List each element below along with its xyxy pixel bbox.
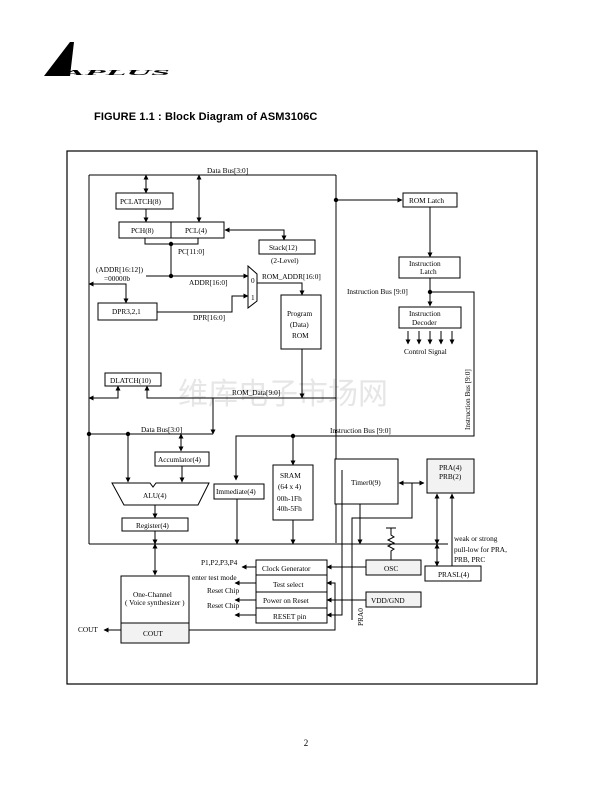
alu-block: [111, 482, 210, 506]
blocks-pra-1: PRB(2): [439, 472, 462, 481]
watermark: 维库电子市场网: [178, 377, 388, 412]
blocks-pcl: PCL(4): [185, 226, 207, 235]
blocks-rom-latch: ROM Latch: [409, 196, 444, 205]
signal-line: [257, 282, 305, 296]
blocks-osc: OSC: [384, 564, 398, 573]
cout-block: [120, 622, 190, 644]
program-rom-block: [280, 294, 322, 350]
blocks-cout-block: COUT: [143, 629, 163, 638]
blocks-instruction-latch-1: Latch: [420, 267, 437, 276]
blocks-program-rom-2: ROM: [292, 331, 309, 340]
labels-addr-hi: (ADDR[16:12]): [96, 265, 144, 274]
blocks-alu: ALU(4): [143, 491, 167, 500]
signal-line: [88, 385, 121, 401]
labels-pull-low-1: pull-low for PRA,: [454, 545, 507, 554]
figure-title: FIGURE 1.1 : Block Diagram of ASM3106C: [94, 111, 318, 123]
stack-block: [258, 239, 316, 255]
blocks-test-select: Test select: [273, 580, 304, 589]
blocks-instruction-latch-0: Instruction: [409, 259, 441, 268]
timer-block: [334, 458, 399, 505]
labels-pc: PC[11:0]: [178, 247, 205, 256]
signal-line: [188, 580, 336, 631]
labels-pra0: PRA0: [356, 608, 365, 626]
pra-prb-block: [426, 458, 475, 494]
labels-mux-1: 1: [251, 293, 255, 302]
junction-dot: [168, 273, 174, 279]
instruction-decoder-block: [398, 306, 462, 329]
labels-instr-bus-1: Instruction Bus [9:0]: [347, 287, 408, 296]
aplus-logo: APLUS: [44, 42, 170, 77]
blocks-dpr: DPR3,2,1: [112, 307, 141, 316]
blocks-reset-pin: RESET pin: [273, 612, 307, 621]
signal-line: [157, 293, 249, 313]
signal-line: [386, 528, 396, 560]
prasl-block: [424, 565, 482, 582]
junction-dot: [86, 431, 92, 437]
signal-line: [144, 238, 171, 245]
blocks-immediate: Immediate(4): [216, 487, 256, 496]
signal-line: [224, 227, 287, 241]
blocks-sram-3: 40h-5Fh: [277, 504, 302, 513]
labels-reset-chip-2: Reset Chip: [207, 601, 240, 610]
blocks-program-rom-0: Program: [287, 309, 312, 318]
blocks-sram-0: SRAM: [280, 471, 301, 480]
blocks-prasl: PRASL(4): [438, 570, 470, 579]
labels-ports: P1,P2,P3,P4: [201, 558, 238, 567]
logo-text: APLUS: [57, 68, 170, 77]
labels-data-bus-mid: Data Bus[3:0]: [141, 425, 182, 434]
blocks-pra-0: PRA(4): [439, 463, 462, 472]
blocks-clock-generator: Clock Generator: [262, 564, 311, 573]
blocks-sram-1: (64 x 4): [278, 482, 302, 491]
control-signal-arrows: [405, 331, 455, 345]
blocks-voice-0: One-Channel: [133, 590, 172, 599]
blocks-power-on-reset: Power on Reset: [263, 596, 309, 605]
blocks-sram-2: 00h-1Fh: [277, 494, 302, 503]
blocks-pclatch: PCLATCH(8): [120, 197, 162, 206]
pull-resistor-icon: [386, 527, 396, 560]
sram-block: [272, 464, 314, 521]
labels-pull-low-2: PRB, PRC: [454, 555, 485, 564]
blocks-program-rom-1: (Data): [290, 320, 309, 329]
address-mux: [247, 264, 258, 310]
signal-line: [351, 483, 413, 620]
blocks-timer: Timer0(9): [351, 478, 381, 487]
signal-line: [171, 238, 199, 245]
labels-rom-addr: ROM_ADDR[16:0]: [262, 272, 321, 281]
labels-enter-test: enter test mode: [192, 573, 237, 582]
blocks-instruction-decoder-1: Decoder: [412, 318, 437, 327]
blocks-accumulator: Accumlator(4): [158, 455, 202, 464]
labels-data-bus-top: Data Bus[3:0]: [207, 166, 248, 175]
labels-addr-zero: =00000b: [104, 274, 130, 283]
labels-rom-data: ROM_Data[9:0]: [232, 388, 280, 397]
blocks-voice-1: ( Voice synthesizer ): [125, 598, 185, 607]
dlatch-block: [104, 372, 162, 387]
labels-instr-bus-vertical: Instruction Bus [9:0]: [463, 369, 472, 430]
blocks-stack: Stack(12): [269, 243, 298, 252]
labels-dpr-bus: DPR[16:0]: [193, 313, 225, 322]
labels-addr: ADDR[16:0]: [189, 278, 228, 287]
labels-cout-out: COUT: [78, 625, 98, 634]
labels-pull-low-0: weak or strong: [454, 534, 498, 543]
labels-control-signal: Control Signal: [404, 347, 447, 356]
pclatch-block: [115, 192, 174, 210]
blocks-vdd: VDD/GND: [371, 596, 405, 605]
blocks-register: Register(4): [136, 521, 169, 530]
labels-instr-bus-2: Instruction Bus [9:0]: [330, 426, 391, 435]
signal-line: [144, 385, 336, 399]
blocks-stack-sub: (2-Level): [271, 256, 299, 265]
signal-line: [88, 281, 129, 304]
labels-mux-0: 0: [251, 276, 255, 285]
blocks-pch: PCH(8): [131, 226, 154, 235]
diagram-frame: [66, 150, 538, 685]
junction-dot: [333, 197, 339, 203]
page-number: 2: [303, 738, 309, 748]
signal-line: [326, 470, 343, 618]
blocks-instruction-decoder-0: Instruction: [409, 309, 441, 318]
immediate-block: [213, 483, 265, 500]
blocks-dlatch: DLATCH(10): [110, 376, 152, 385]
labels-reset-chip-1: Reset Chip: [207, 586, 240, 595]
